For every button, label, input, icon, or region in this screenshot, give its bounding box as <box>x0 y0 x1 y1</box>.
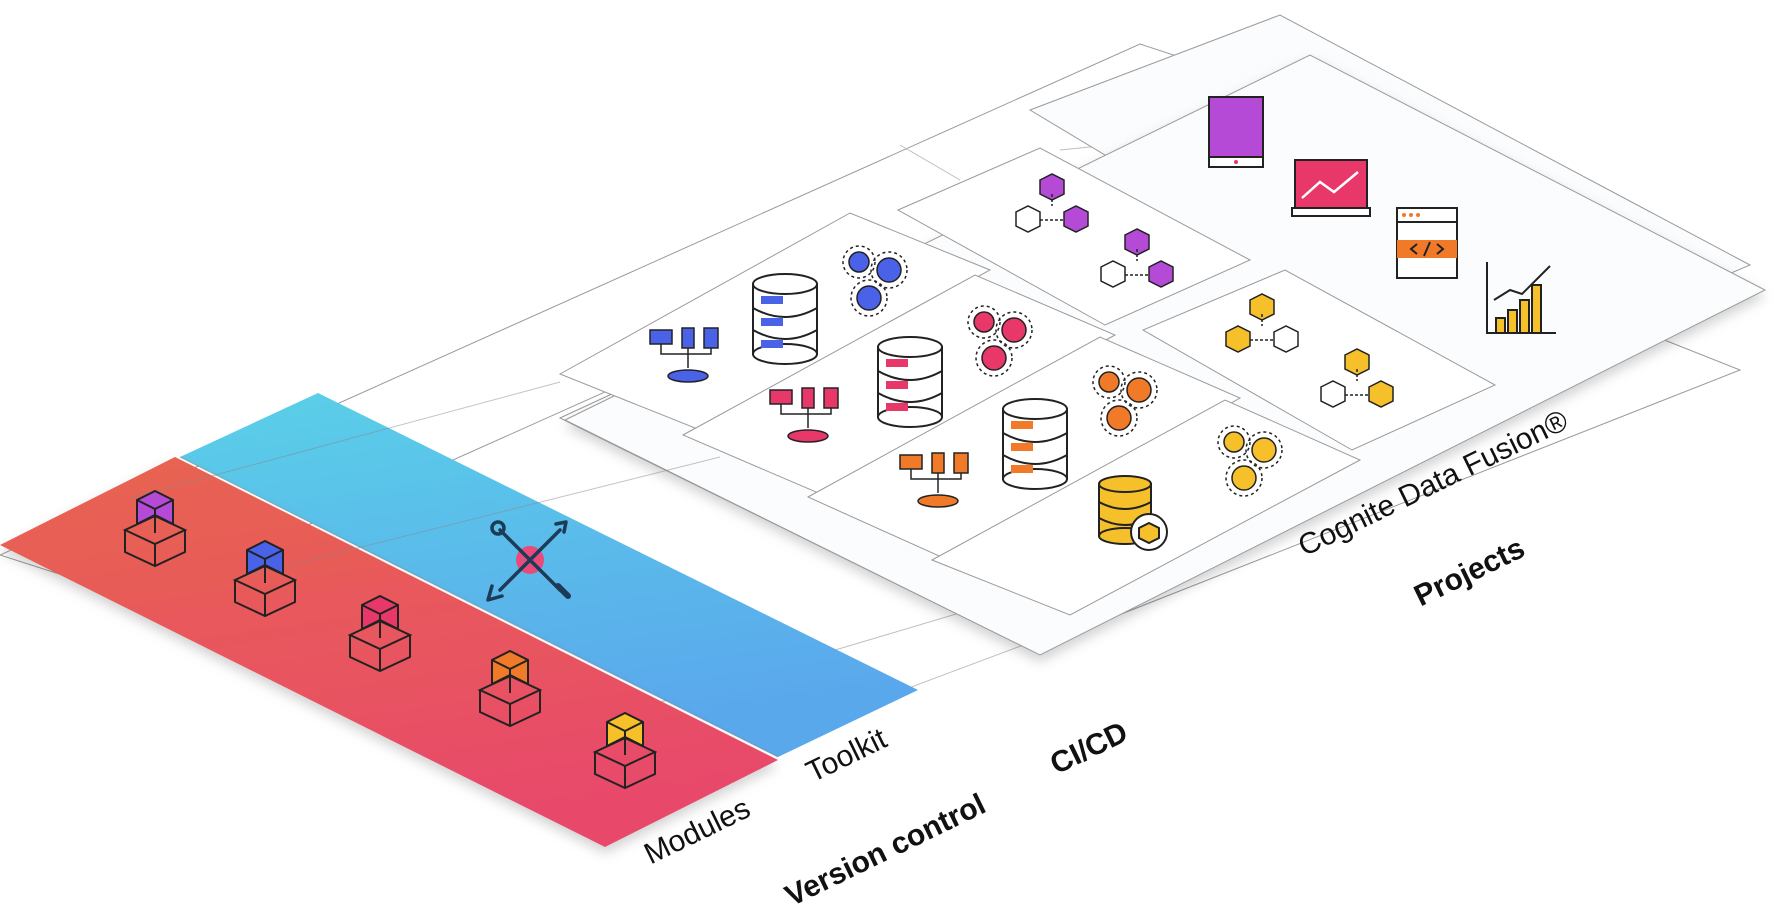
yellow-data <box>1098 425 1283 551</box>
toolkit-layer <box>180 393 918 757</box>
modules-layer <box>0 457 778 847</box>
purple-cubes <box>1015 173 1174 288</box>
gears-icon <box>842 245 908 317</box>
pink-pipeline <box>769 305 1033 443</box>
yellow-box-icon <box>592 711 658 790</box>
tablet-icon <box>1208 96 1264 168</box>
yellow-model-panel <box>1141 269 1497 451</box>
purple-box-icon <box>122 489 188 568</box>
blue-pipeline <box>649 245 908 383</box>
wrench-screwdriver-icon <box>486 520 571 602</box>
database-icon <box>752 273 818 365</box>
database-cube-icon <box>1098 475 1168 551</box>
code-window-icon <box>1396 207 1458 279</box>
gears-icon <box>1217 425 1283 497</box>
database-icon <box>877 336 943 428</box>
network-icon <box>769 387 839 443</box>
network-icon <box>649 327 719 383</box>
monitor-chart-icon <box>1291 159 1371 217</box>
bar-chart-icon <box>1486 262 1556 334</box>
orange-box-icon <box>477 649 543 728</box>
pink-box-icon <box>347 594 413 673</box>
network-icon <box>899 452 969 508</box>
gears-icon <box>967 305 1033 377</box>
database-icon <box>1002 398 1068 490</box>
orange-pipeline <box>899 365 1158 508</box>
blue-box-icon <box>232 539 298 618</box>
gears-icon <box>1092 365 1158 437</box>
yellow-cubes <box>1225 293 1394 408</box>
